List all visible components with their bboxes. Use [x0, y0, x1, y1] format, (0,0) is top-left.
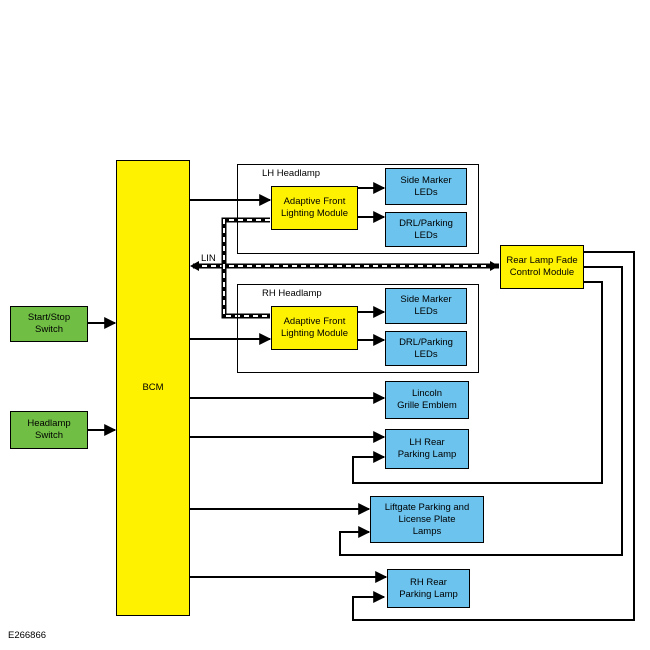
lh-rear-parking-lamp: LH Rear Parking Lamp [385, 429, 469, 469]
rear-lamp-fade-control-module: Rear Lamp Fade Control Module [500, 245, 584, 289]
lh-side-marker-leds: Side Marker LEDs [385, 168, 467, 205]
rh-side-marker-leds: Side Marker LEDs [385, 288, 467, 324]
lin-bus [190, 217, 499, 319]
lh-adaptive-front-lighting-module: Adaptive Front Lighting Module [271, 186, 358, 230]
rh-adaptive-front-lighting-module: Adaptive Front Lighting Module [271, 306, 358, 350]
lh-headlamp-frame [237, 164, 479, 254]
liftgate-parking-license-plate-lamps: Liftgate Parking and License Plate Lamps [370, 496, 484, 543]
rh-headlamp-frame [237, 284, 479, 373]
figure-code: E266866 [8, 630, 47, 641]
lh-headlamp-title: LH Headlamp [262, 168, 321, 179]
lincoln-grille-emblem: Lincoln Grille Emblem [385, 381, 469, 419]
lh-drl-parking-leds: DRL/Parking LEDs [385, 212, 467, 247]
rh-rear-parking-lamp: RH Rear Parking Lamp [387, 569, 470, 608]
bcm-module: BCM [116, 160, 190, 616]
lin-label: LIN [201, 253, 216, 264]
rh-drl-parking-leds: DRL/Parking LEDs [385, 331, 467, 366]
rh-headlamp-title: RH Headlamp [262, 288, 322, 299]
start-stop-switch: Start/Stop Switch [10, 306, 88, 342]
headlamp-switch: Headlamp Switch [10, 411, 88, 449]
